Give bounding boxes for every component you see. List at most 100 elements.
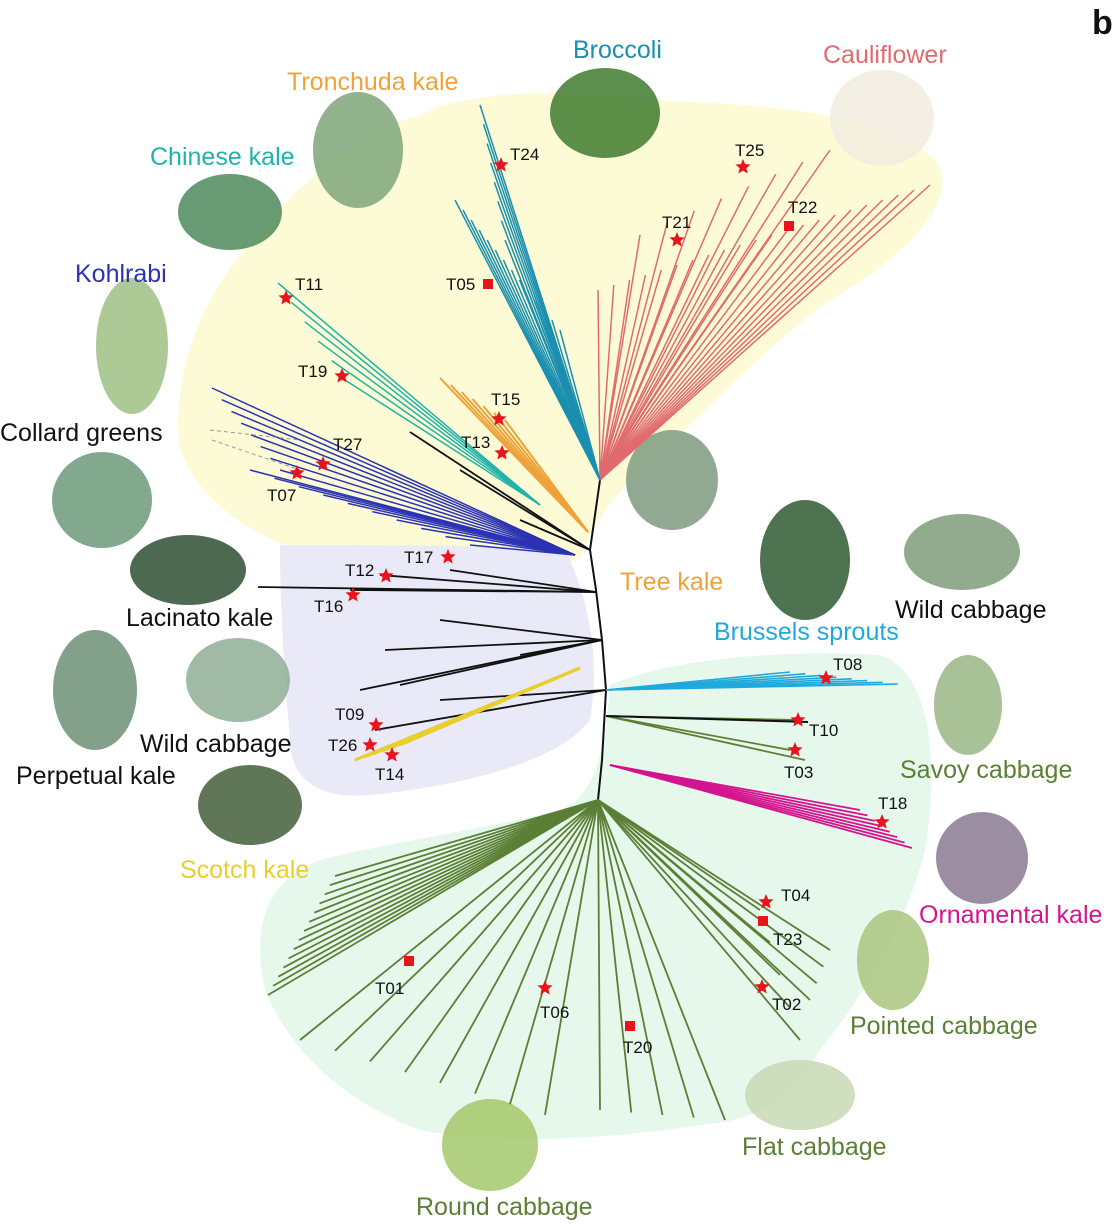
- broccoli-branch: [504, 239, 601, 481]
- pointed-cabbage-branch: [597, 799, 801, 1041]
- chinese-kale-photo: chinese kale: [178, 174, 282, 250]
- group-label-kohlrabi: Kohlrabi: [75, 260, 167, 288]
- cauliflower-branch: [599, 224, 805, 481]
- wild-cabbage-branch: [384, 639, 603, 651]
- accession-label-t01: T01: [375, 979, 404, 998]
- group-label-round: Round cabbage: [416, 1193, 593, 1221]
- accession-label-t16: T16: [314, 597, 343, 616]
- kohlrabi-branch: [420, 527, 576, 556]
- group-label-pointed: Pointed cabbage: [850, 1012, 1038, 1040]
- marker-t01: [404, 956, 414, 966]
- chinese-kale-branch: [290, 301, 541, 506]
- round-cabbage-branch: [334, 799, 599, 1052]
- round-cabbage-branch: [474, 799, 599, 1094]
- perpetual-kale-photo: perpetual kale: [53, 630, 137, 750]
- pointed-cabbage-branch: [597, 799, 771, 944]
- round-cabbage-branch: [334, 799, 599, 877]
- round-cabbage-branch: [324, 799, 599, 896]
- collard-greens-photo: collard greens: [52, 452, 152, 548]
- pointed-cabbage-branch: [597, 799, 831, 951]
- wild-cabbage-photo: wild cabbage: [904, 514, 1020, 590]
- lacinato-kale-photo: lacinato kale: [130, 535, 246, 605]
- cauliflower-branch: [599, 173, 777, 481]
- accession-label-t07: T07: [267, 486, 296, 505]
- round-cabbage-branch: [283, 799, 599, 969]
- marker-t22: [784, 221, 794, 231]
- cauliflower-branch: [599, 161, 804, 481]
- marker-t24: [493, 157, 509, 172]
- marker-t23: [758, 916, 768, 926]
- cauliflower-branch: [599, 244, 741, 481]
- marker-t17: [440, 549, 456, 564]
- accession-label-t02: T02: [772, 995, 801, 1014]
- flat-cabbage-photo: flat cabbage: [745, 1060, 855, 1130]
- cauliflower-branch: [599, 204, 868, 481]
- group-label-flat: Flat cabbage: [742, 1133, 887, 1161]
- savoy-cabbage-branch: [605, 715, 791, 751]
- kohlrabi-branch: [260, 445, 576, 556]
- panel-letter: b: [1092, 4, 1113, 42]
- cauliflower-branch: [599, 194, 899, 481]
- marker-t10: [790, 712, 806, 727]
- group-label-lacinato: Lacinato kale: [126, 604, 273, 632]
- group-label-scotch: Scotch kale: [180, 856, 309, 884]
- marker-t09: [368, 717, 384, 732]
- group-label-wild1: Wild cabbage: [140, 730, 291, 758]
- group-label-tronchuda: Tronchuda kale: [287, 68, 458, 96]
- accession-label-t10: T10: [809, 721, 838, 740]
- cauliflower-branch: [599, 249, 726, 481]
- accession-label-t11: T11: [295, 275, 323, 294]
- flat-cabbage-branch: [597, 799, 695, 1118]
- pointed-cabbage-branch: [597, 799, 761, 911]
- cauliflower-branch: [599, 199, 884, 481]
- kohlrabi-branch: [445, 535, 576, 556]
- kohlrabi-branch: [221, 399, 576, 556]
- cauliflower-branch: [599, 214, 836, 481]
- accession-markers: [278, 157, 890, 1031]
- brussels-sprouts-photo: brussels sprouts: [760, 500, 850, 620]
- wild-cabbage-photo: wild cabbage: [186, 638, 290, 722]
- flat-cabbage-branch: [597, 799, 633, 1113]
- accession-label-t17: T17: [404, 548, 433, 567]
- cauliflower-branch: [599, 186, 750, 481]
- kohlrabi-branch: [231, 410, 576, 556]
- accession-label-t04: T04: [781, 886, 810, 905]
- group-label-savoy: Savoy cabbage: [900, 756, 1072, 784]
- round-cabbage-branch: [303, 799, 599, 932]
- kohlrabi-branch: [211, 387, 576, 556]
- marker-t27: [315, 456, 331, 471]
- accession-label-t25: T25: [735, 141, 764, 160]
- cauliflower-branch: [599, 274, 647, 481]
- cauliflower-branch: [599, 234, 641, 481]
- cauliflower-branch: [599, 209, 852, 481]
- marker-t07: [289, 465, 305, 480]
- vegetable-photos: broccolicauliflowertronchuda kalechinese…: [52, 68, 1028, 1191]
- savoy-cabbage-photo: savoy cabbage: [934, 655, 1002, 755]
- marker-t21: [669, 232, 685, 247]
- accession-label-t05: T05: [446, 275, 475, 294]
- marker-t06: [537, 980, 553, 995]
- brussels-sprouts-branch: [605, 683, 899, 691]
- tronchuda-kale-branch: [504, 419, 589, 533]
- wild-cabbage-branch: [519, 639, 603, 656]
- region-lavender: [280, 545, 594, 796]
- lacinato-kale-branch: [349, 589, 597, 593]
- marker-t14: [384, 747, 400, 762]
- marker-t26: [362, 737, 378, 752]
- flat-cabbage-branch: [597, 799, 726, 1121]
- kohlrabi-photo: kohlrabi: [96, 278, 168, 414]
- round-cabbage-branch: [329, 799, 599, 887]
- wild-cabbage-branch: [439, 619, 603, 641]
- marker-t15: [491, 411, 507, 426]
- accession-label-t20: T20: [623, 1038, 652, 1057]
- tronchuda-kale-photo: tronchuda kale: [313, 92, 403, 208]
- kohlrabi-branch: [279, 469, 576, 556]
- collard-greens-branch: [459, 469, 591, 551]
- marker-t18: [874, 814, 890, 829]
- marker-t13: [494, 445, 510, 460]
- chinese-kale-branch: [331, 359, 541, 506]
- round-cabbage-branch: [308, 799, 599, 923]
- group-label-brussels: Brussels sprouts: [714, 618, 899, 646]
- accession-label-t12: T12: [345, 561, 374, 580]
